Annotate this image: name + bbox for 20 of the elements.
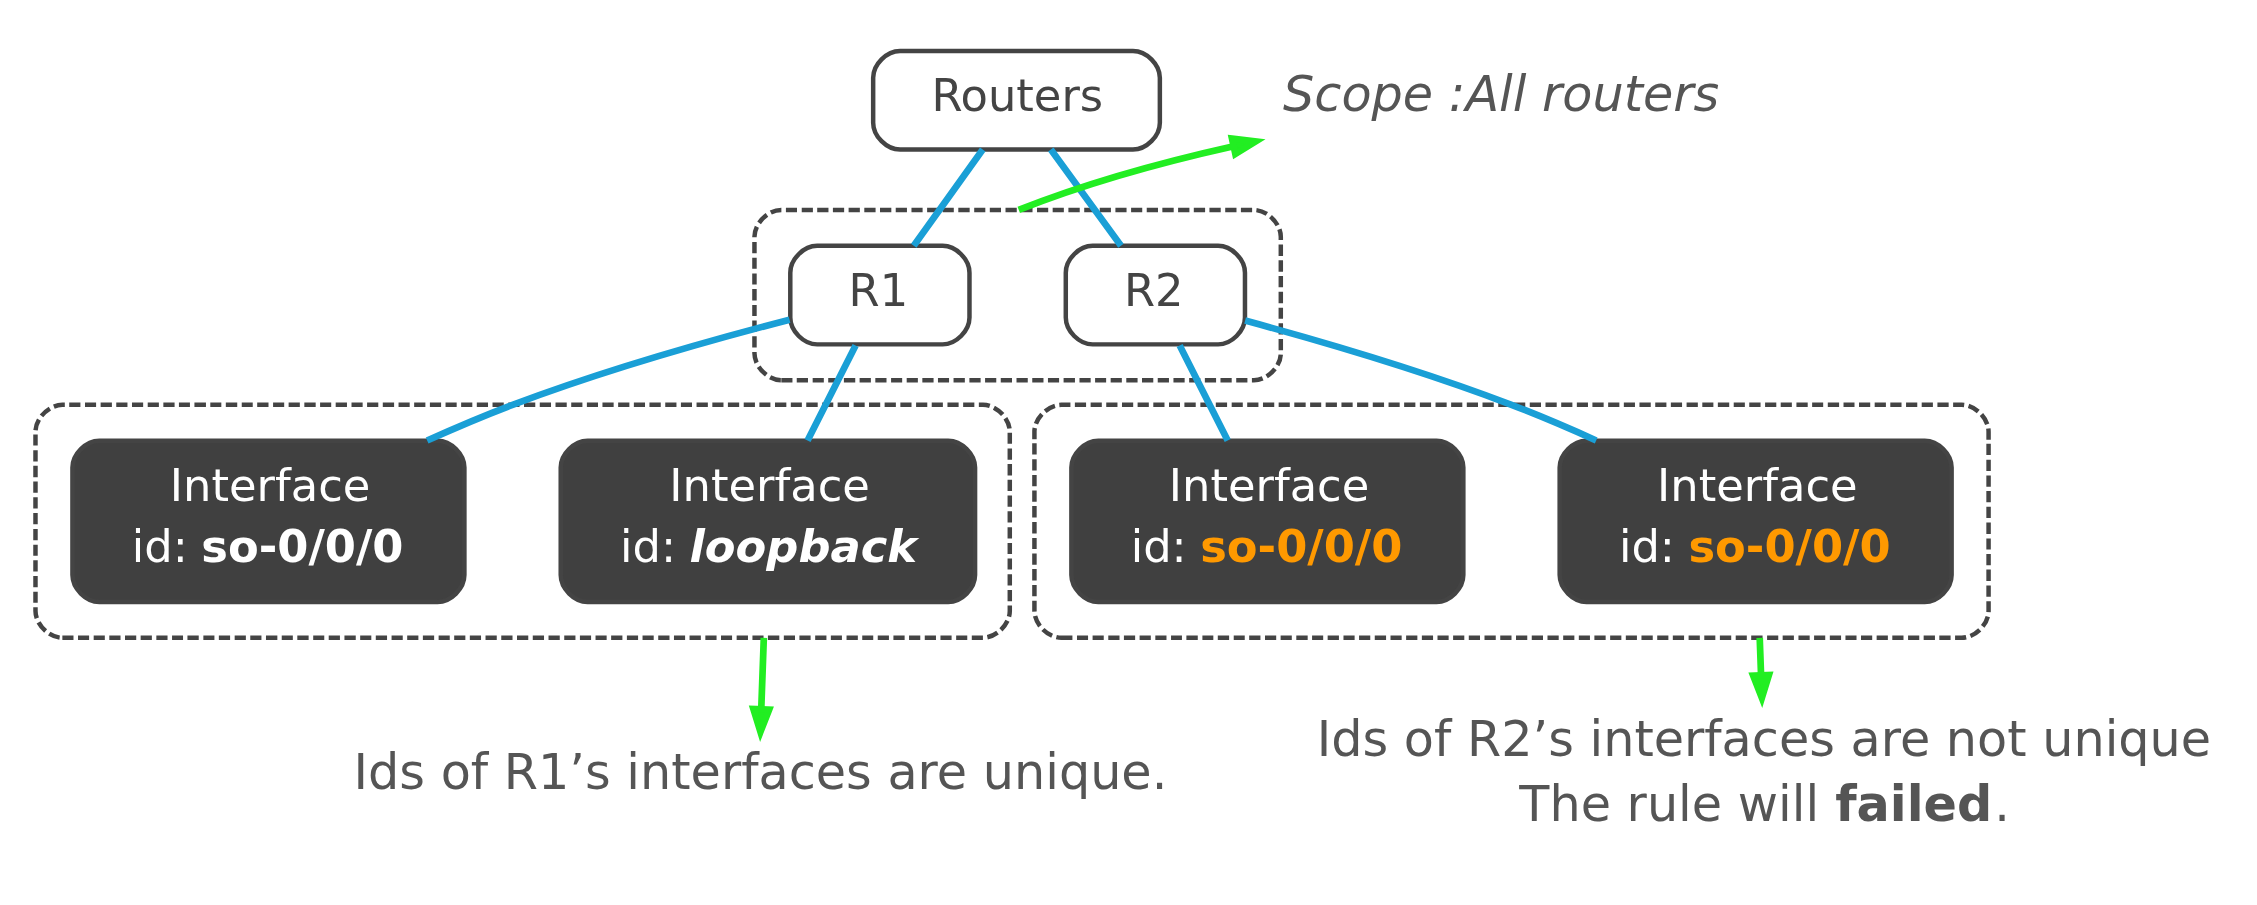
connector (1244, 316, 1598, 444)
connector (1176, 343, 1231, 442)
node-text: Ids of R2’s interfaces are not unique The rule will failed. (1316, 709, 2212, 833)
node-box: Interface id: so-0/0/0 (1069, 437, 1466, 604)
node-box: R1 (788, 243, 972, 347)
node-box: Interface id: so-0/0/0 (1557, 437, 1954, 604)
connector (1048, 147, 1124, 248)
cluster (752, 207, 1284, 382)
node-box: Routers (870, 48, 1163, 152)
node-text: Ids of R1’s interfaces are unique. (353, 742, 1168, 801)
cluster (1032, 402, 1991, 640)
cluster (33, 402, 1013, 640)
node-box: Interface id: loopback (558, 437, 978, 604)
node-box: R2 (1063, 243, 1248, 347)
node-box: Interface id: so-0/0/0 (70, 437, 467, 604)
node-text: Scope :All routers (1283, 64, 1720, 123)
arrow (1017, 134, 1266, 213)
connector (911, 147, 986, 248)
connector (425, 315, 791, 444)
connector (804, 343, 859, 442)
